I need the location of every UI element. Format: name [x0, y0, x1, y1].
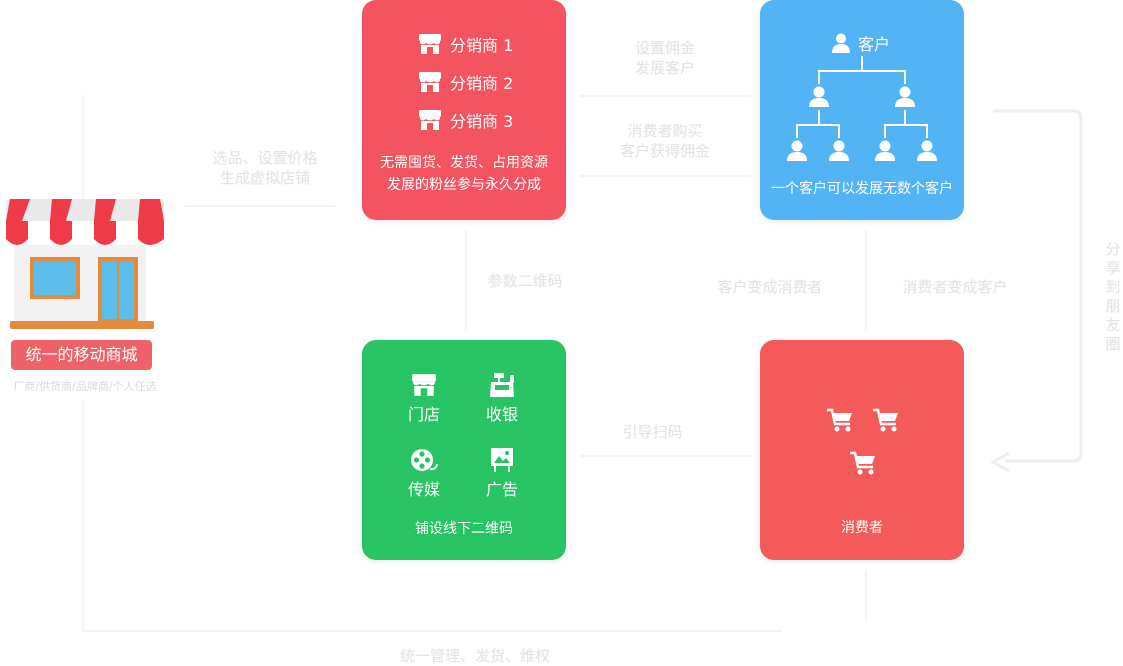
share-loop-arrow	[989, 109, 1083, 473]
person-icon	[832, 33, 850, 53]
label-line: 生成虚拟店铺	[219, 169, 310, 187]
guide-scan-label: 引导扫码	[622, 423, 683, 441]
store-sublabel: 厂商/供货商/品牌商/个人任选	[13, 380, 157, 393]
tree-line	[861, 56, 863, 70]
offline-item-store: 门店	[408, 373, 440, 425]
shopping-cart-icon	[827, 408, 852, 432]
customer-title: 客户	[832, 31, 890, 55]
connector-line	[82, 95, 84, 200]
consumer-box: 消费者	[760, 340, 964, 560]
select-price-label: 选品、设置价格 生成虚拟店铺	[195, 148, 335, 188]
connector-line	[580, 455, 750, 457]
offline-qr-box: 门店 收银 传媒 广告 铺设线下二维码	[362, 340, 566, 560]
tree-line	[818, 70, 820, 84]
join-qr-label: 参数二维码	[487, 272, 563, 290]
connector-line	[185, 205, 335, 207]
person-icon	[809, 86, 829, 107]
store-icon	[419, 110, 441, 130]
label-char: 享	[1105, 259, 1121, 277]
tree-line	[838, 124, 840, 138]
label-line: 发展客户	[634, 59, 695, 77]
tree-line	[818, 110, 820, 124]
consumer-to-customer-label: 消费者变成客户	[902, 278, 1008, 296]
offline-item-label: 广告	[486, 480, 519, 499]
person-icon	[895, 86, 915, 107]
label-line: 设置佣金	[634, 39, 695, 57]
store-icon	[419, 34, 441, 54]
distributor-item: 分销商 3	[418, 108, 513, 132]
label-char: 圈	[1105, 335, 1121, 353]
label-char: 到	[1105, 278, 1121, 296]
distributor-item: 分销商 1	[418, 32, 513, 56]
unified-manage-label: 统一管理、发货、维权	[399, 647, 550, 665]
label-char: 分	[1105, 240, 1121, 258]
desc-line: 发展的粉丝参与永久分成	[387, 177, 541, 193]
cash-register-icon	[490, 373, 514, 397]
connector-line	[580, 175, 750, 177]
store-label: 统一的移动商城	[11, 340, 152, 370]
connector-line	[82, 630, 782, 632]
store-icon	[412, 374, 436, 396]
distributor-label: 分销商 1	[450, 36, 514, 55]
consumer-buy-label: 消费者购买 客户获得佣金	[605, 121, 725, 161]
label-line: 客户获得佣金	[619, 142, 710, 160]
tree-line	[904, 110, 906, 124]
shop-icon	[6, 199, 164, 329]
billboard-icon	[491, 448, 513, 472]
person-icon	[917, 140, 937, 161]
consumer-label: 消费者	[841, 520, 883, 536]
offline-desc: 铺设线下二维码	[415, 521, 513, 537]
offline-item-label: 收银	[486, 405, 519, 424]
connector-line	[580, 95, 750, 97]
distributor-item: 分销商 2	[418, 70, 513, 94]
tree-line	[818, 70, 906, 72]
connector-line	[465, 230, 467, 330]
film-reel-icon	[411, 449, 438, 471]
label-line: 消费者购买	[627, 122, 703, 140]
distributor-label: 分销商 3	[450, 112, 514, 131]
tree-line	[904, 70, 906, 84]
desc-line: 无需囤货、发货、占用资源	[380, 155, 548, 171]
connector-line	[865, 230, 867, 330]
connector-line	[82, 400, 84, 630]
shopping-cart-icon	[873, 408, 898, 432]
offline-item-ads: 广告	[486, 448, 518, 500]
shopping-cart-icon	[850, 451, 875, 475]
tree-line	[884, 124, 928, 126]
person-icon	[787, 140, 807, 161]
tree-line	[796, 124, 798, 138]
tree-line	[884, 124, 886, 138]
share-moments-label: 分 享 到 朋 友 圈	[1103, 240, 1123, 354]
distributor-desc: 无需囤货、发货、占用资源 发展的粉丝参与永久分成	[362, 152, 566, 196]
distributor-label: 分销商 2	[450, 74, 514, 93]
offline-item-media: 传媒	[408, 448, 440, 500]
tree-line	[796, 124, 840, 126]
tree-line	[926, 124, 928, 138]
connector-line	[865, 570, 867, 620]
store-illustration	[0, 195, 170, 335]
customer-box: 客户 一个客户可以发展无数个客户	[760, 0, 964, 220]
set-commission-label: 设置佣金 发展客户	[610, 38, 720, 78]
offline-item-cashier: 收银	[486, 373, 518, 425]
label-char: 友	[1105, 316, 1121, 334]
label-char: 朋	[1105, 297, 1121, 315]
customer-to-consumer-label: 客户变成消费者	[717, 278, 823, 296]
store-icon	[419, 72, 441, 92]
distributor-box: 分销商 1 分销商 2 分销商 3 无需囤货、发货、占用资源 发展的粉丝参与永久…	[362, 0, 566, 220]
person-icon	[829, 140, 849, 161]
offline-item-label: 门店	[408, 405, 441, 424]
offline-item-label: 传媒	[408, 480, 441, 499]
customer-desc: 一个客户可以发展无数个客户	[771, 181, 953, 197]
customer-title-label: 客户	[858, 35, 891, 54]
label-line: 选品、设置价格	[212, 149, 318, 167]
person-icon	[875, 140, 895, 161]
